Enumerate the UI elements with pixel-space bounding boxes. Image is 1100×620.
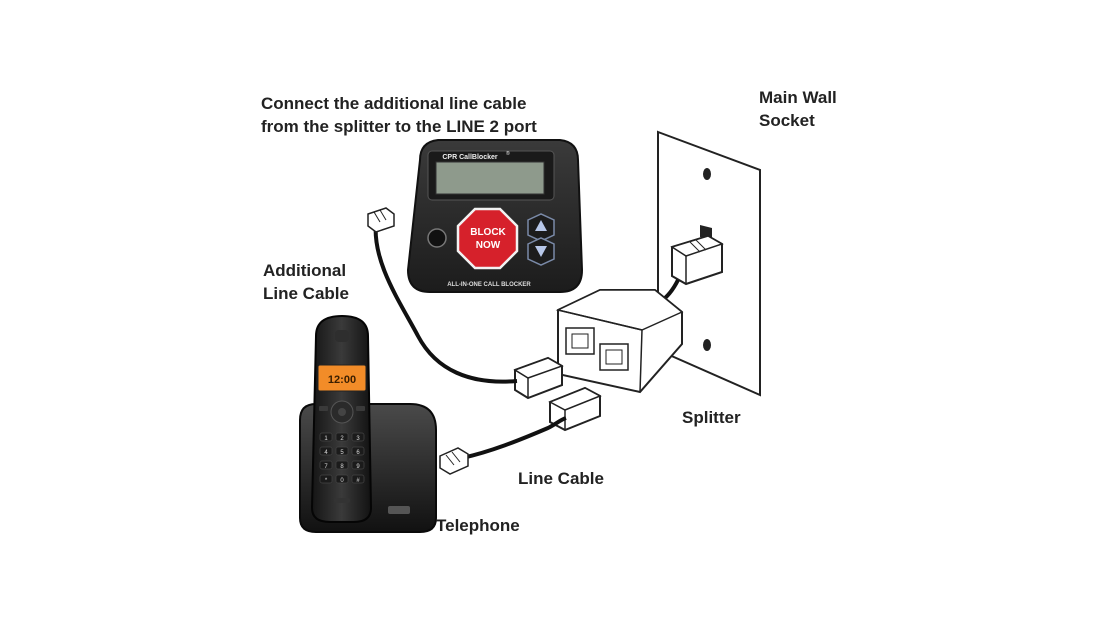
splitter-port	[599, 343, 629, 371]
key[interactable]	[351, 432, 365, 442]
telephone-label-text: Telephone	[436, 516, 520, 535]
key[interactable]	[319, 474, 333, 484]
additional-line-cable	[373, 221, 518, 384]
keypad: 1 2 3 4 5 6 7 8 9 * 0 #	[319, 432, 365, 484]
line-cable-label: Line Cable	[518, 467, 604, 490]
key[interactable]	[335, 432, 349, 442]
key[interactable]	[335, 446, 349, 456]
wall-label-line: Main Wall	[759, 88, 837, 107]
down-arrow-icon	[535, 246, 547, 257]
up-arrow-icon	[535, 220, 547, 231]
cable-plug-top	[367, 207, 395, 233]
device-brand: CPR CallBlocker	[442, 154, 498, 161]
key-label: #	[356, 478, 360, 484]
block-button-label: NOW	[476, 240, 501, 251]
key[interactable]	[335, 474, 349, 484]
line-cable-label-text: Line Cable	[518, 469, 604, 488]
soft-key-right[interactable]	[356, 406, 365, 411]
key-label: 7	[324, 464, 328, 470]
soft-key-left[interactable]	[319, 406, 328, 411]
wall-label-line: Socket	[759, 111, 815, 130]
earpiece	[335, 330, 349, 342]
block-button-label: BLOCK	[470, 227, 506, 238]
key-label: 0	[340, 478, 344, 484]
telephone: 12:00 1 2 3 4 5 6 7 8 9 *	[299, 314, 437, 533]
key-label: 4	[324, 450, 328, 456]
splitter-label-text: Splitter	[682, 408, 741, 427]
device-tagline: ALL-IN-ONE CALL BLOCKER	[447, 282, 531, 288]
wall-plug	[670, 234, 724, 286]
key[interactable]	[351, 474, 365, 484]
phone-display	[317, 364, 367, 392]
additional-label-line: Line Cable	[263, 284, 349, 303]
key-label: 5	[340, 450, 344, 456]
call-blocker-device: CPR CallBlocker ® BLOCK NOW ALL-IN-ONE C…	[406, 139, 584, 293]
splitter	[555, 289, 684, 394]
connect-instruction-line: Connect the additional line cable	[261, 94, 527, 113]
main-wall-socket-label: Main Wall Socket	[759, 86, 837, 132]
key-label: *	[325, 478, 328, 484]
block-now-button[interactable]	[456, 207, 519, 270]
key[interactable]	[351, 446, 365, 456]
telephone-label: Telephone	[436, 514, 520, 537]
splitter-port	[565, 327, 595, 355]
cable-plug-phone	[439, 447, 469, 475]
additional-label-line: Additional	[263, 261, 347, 280]
key-label: 8	[340, 464, 344, 470]
wall-screw-icon	[703, 339, 711, 351]
additional-line-cable-label: Additional Line Cable	[263, 259, 349, 305]
key-label: 9	[356, 464, 360, 470]
key-label: 2	[340, 436, 344, 442]
splitter-label: Splitter	[682, 406, 741, 429]
key[interactable]	[351, 460, 365, 470]
splitter-plug-additional	[513, 356, 564, 400]
key[interactable]	[319, 446, 333, 456]
wall-screw-icon	[703, 168, 711, 180]
phone-display-text: 12:00	[328, 374, 356, 386]
microphone	[334, 498, 350, 503]
key[interactable]	[319, 460, 333, 470]
device-brand-mark: ®	[506, 150, 510, 157]
key-label: 6	[356, 450, 360, 456]
key[interactable]	[319, 432, 333, 442]
device-lcd	[435, 161, 545, 195]
connect-instruction-label: Connect the additional line cable from t…	[261, 92, 537, 138]
key-label: 1	[324, 436, 328, 442]
base-button	[388, 506, 410, 514]
nav-pad-center[interactable]	[338, 408, 346, 416]
key[interactable]	[335, 460, 349, 470]
connect-instruction-line: from the splitter to the LINE 2 port	[261, 117, 537, 136]
key-label: 3	[356, 436, 360, 442]
device-round-button[interactable]	[427, 228, 447, 248]
line-cable	[461, 416, 567, 460]
